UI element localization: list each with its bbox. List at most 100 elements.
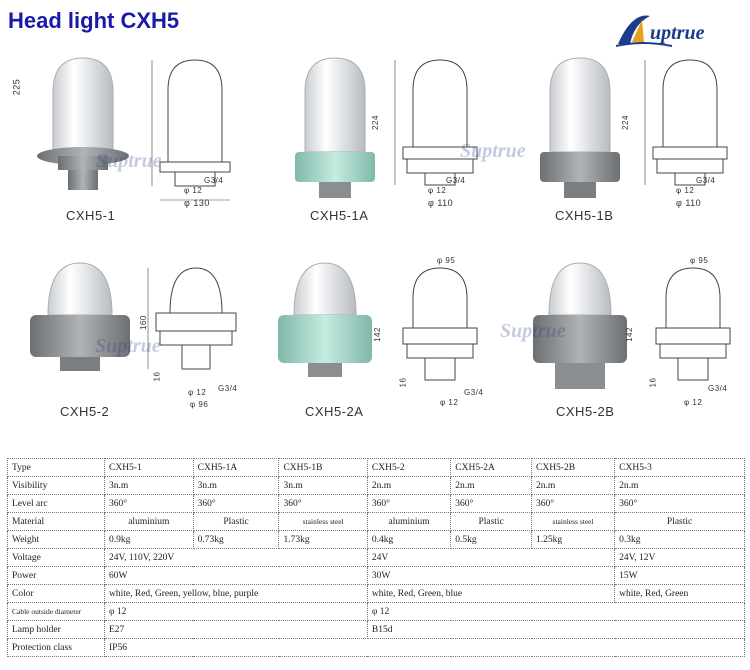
drawing-cxh5-1b: [644, 59, 728, 186]
model-caption: CXH5-1A: [310, 208, 369, 223]
cell: 30W: [366, 566, 616, 585]
row-label: Type: [7, 458, 105, 477]
cell: 0.5kg: [450, 530, 532, 549]
watermark: Suptrue: [95, 335, 161, 357]
product-photo-cxh5-1b: [540, 57, 620, 198]
spec-table: Type CXH5-1 CXH5-1A CXH5-1B CXH5-2 CXH5-…: [7, 458, 746, 657]
dim-pipe: φ 12: [428, 186, 447, 195]
brand-logo: [615, 15, 673, 47]
cell: Plastic: [614, 512, 745, 531]
cell: Plastic: [450, 512, 532, 531]
cell: 1.73kg: [278, 530, 368, 549]
cell: 0.3kg: [614, 530, 745, 549]
row-label: Level arc: [7, 494, 105, 513]
dim-thread: G3/4: [446, 176, 466, 185]
drawing-cxh5-2: [147, 267, 237, 370]
cell: 3n.m: [192, 476, 280, 495]
cell: Plastic: [192, 512, 280, 531]
watermark: Suptrue: [96, 150, 162, 172]
drawing-cxh5-1a: [394, 59, 478, 186]
drawing-cxh5-2a: [402, 267, 478, 381]
table-row-color: Color white, Red, Green, yellow, blue, p…: [7, 584, 745, 603]
cell: 0.4kg: [366, 530, 452, 549]
cell: 2n.m: [530, 476, 616, 495]
page-title: Head light CXH5: [8, 8, 180, 33]
cell: 360°: [278, 494, 368, 513]
table-row-visibility: Visibility 3n.m 3n.m 3n.m 2n.m 2n.m 2n.m…: [7, 476, 745, 495]
dim-top: φ 95: [437, 256, 456, 265]
model-caption: CXH5-2: [60, 404, 110, 419]
model-caption: CXH5-1: [66, 208, 116, 223]
cell: aluminium: [104, 512, 194, 531]
product-photo-cxh5-2: [30, 262, 130, 371]
row-label: Color: [7, 584, 105, 603]
row-label: Visibility: [7, 476, 105, 495]
cell: stainless steel: [278, 512, 368, 531]
dim-base: 16: [398, 377, 408, 388]
product-photo-cxh5-2b: [533, 262, 627, 389]
table-row-type: Type CXH5-1 CXH5-1A CXH5-1B CXH5-2 CXH5-…: [7, 458, 745, 477]
product-photo-cxh5-2a: [278, 262, 372, 377]
table-row-power: Power 60W 30W 15W: [7, 566, 745, 585]
cell: stainless steel: [530, 512, 616, 531]
dim-base: 16: [152, 371, 162, 382]
cell: 24V, 110V, 220V: [104, 548, 368, 567]
table-row-lamp-holder: Lamp holder E27 B15d: [7, 620, 746, 639]
cell: 1.25kg: [530, 530, 616, 549]
brand-name: uptrue: [650, 22, 705, 44]
cell: φ 12: [366, 602, 746, 621]
product-photo-cxh5-1: [37, 57, 129, 190]
cell: 60W: [104, 566, 368, 585]
watermark: Suptrue: [460, 140, 526, 162]
cell: 3n.m: [278, 476, 368, 495]
cell: 2n.m: [366, 476, 452, 495]
drawing-cxh5-2b: [655, 267, 731, 381]
dim-width: φ 110: [428, 198, 454, 208]
dim-thread: G3/4: [218, 384, 238, 393]
row-label: Weight: [7, 530, 105, 549]
cell: CXH5-2A: [450, 458, 532, 477]
dim-width: φ 130: [184, 198, 210, 208]
row-label: Cable outside diameter: [7, 602, 105, 621]
table-row-level-arc: Level arc 360° 360° 360° 360° 360° 360° …: [7, 494, 745, 513]
cell: aluminium: [366, 512, 452, 531]
model-caption: CXH5-2A: [305, 404, 364, 419]
row-label: Power: [7, 566, 105, 585]
cell: 3n.m: [104, 476, 194, 495]
cell: 2n.m: [614, 476, 745, 495]
table-row-material: Material aluminium Plastic stainless ste…: [7, 512, 745, 531]
dim-thread: G3/4: [696, 176, 716, 185]
dim-pipe: φ 12: [676, 186, 695, 195]
dim-top: φ 95: [690, 256, 709, 265]
dim-pipe: φ 12: [188, 388, 207, 397]
cell: CXH5-2B: [530, 458, 616, 477]
cell: E27: [104, 620, 368, 639]
dim-height: 142: [624, 327, 634, 342]
dim-thread: G3/4: [204, 176, 224, 185]
row-label: Lamp holder: [7, 620, 105, 639]
cell: 15W: [614, 566, 745, 585]
dim-pipe: φ 12: [684, 398, 703, 407]
cell: 2n.m: [450, 476, 532, 495]
row-label: Voltage: [7, 548, 105, 567]
dim-thread: G3/4: [708, 384, 728, 393]
cell: IP56: [104, 638, 745, 657]
cell: 360°: [614, 494, 745, 513]
table-row-protection: Protection class IP56: [7, 638, 745, 657]
cell: CXH5-2: [366, 458, 452, 477]
dim-width: φ 96: [190, 400, 209, 409]
cell: 360°: [104, 494, 194, 513]
cell: 0.73kg: [192, 530, 280, 549]
cell: CXH5-1A: [192, 458, 280, 477]
cell: B15d: [366, 620, 746, 639]
table-row-cable: Cable outside diameter φ 12 φ 12: [7, 602, 746, 621]
cell: white, Red, Green, blue: [366, 584, 616, 603]
dim-height: 224: [370, 115, 380, 130]
dim-pipe: φ 12: [184, 186, 203, 195]
table-row-voltage: Voltage 24V, 110V, 220V 24V 24V, 12V: [7, 548, 745, 567]
dim-base: 16: [648, 377, 658, 388]
dim-height: 142: [372, 327, 382, 342]
cell: CXH5-3: [614, 458, 745, 477]
dim-thread: G3/4: [464, 388, 484, 397]
row-label: Material: [7, 512, 105, 531]
